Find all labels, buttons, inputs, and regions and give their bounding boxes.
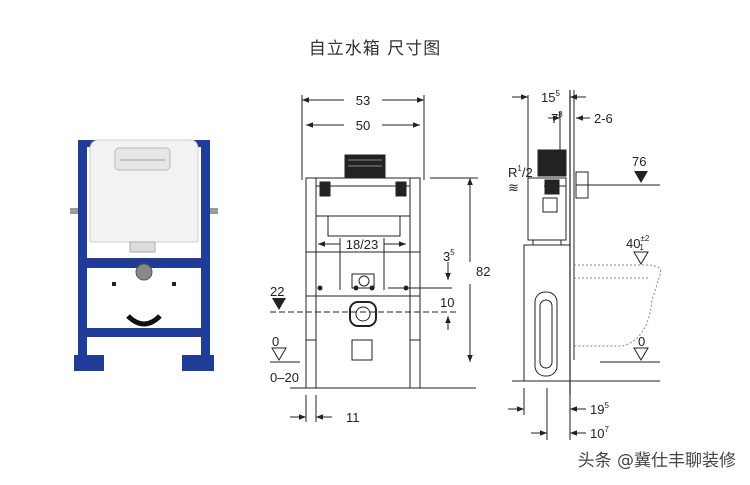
side-view-drawing [508,90,662,440]
dim-22: 22 [270,284,284,299]
dim-53: 53 [356,93,370,108]
dim-10-7: 107 [590,425,609,441]
water-symbol-icon: ≋ [508,180,519,195]
watermark: 头条 @冀仕丰聊装修 [577,451,736,471]
product-photo [70,139,218,371]
dimension-labels: 53 50 18/23 35 82 22 10 0 0–20 11 155 78… [270,89,650,441]
dim-18-23: 18/23 [346,237,379,252]
dim-r-half: R1/2 [508,164,533,180]
dim-0-side: 0 [638,334,645,349]
dim-76: 76 [632,154,646,169]
dim-82: 82 [476,264,490,279]
dim-15-5: 155 [541,89,560,105]
dim-11: 11 [346,410,360,425]
dim-3: 35 [443,248,455,264]
dim-0-front: 0 [272,334,279,349]
diagram-title: 自立水箱 尺寸图 [308,39,442,59]
dim-2-6: 2-6 [594,111,613,126]
front-view-drawing [270,95,478,422]
dim-10-front: 10 [440,295,454,310]
dim-50: 50 [356,118,370,133]
dim-7-8: 78 [551,110,563,126]
dim-0-20: 0–20 [270,370,299,385]
dim-19-5: 195 [590,401,609,417]
